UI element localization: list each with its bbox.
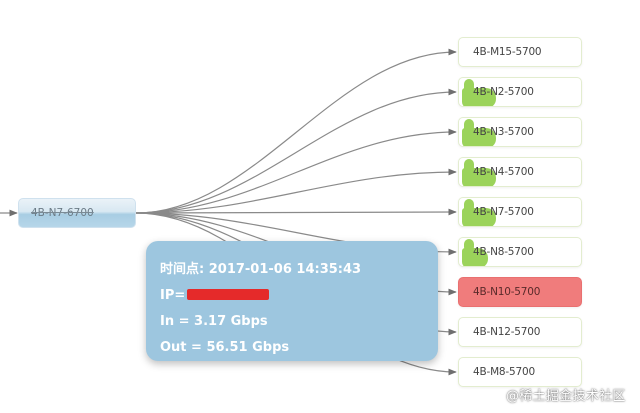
redaction-bar: [187, 289, 270, 300]
traffic-tooltip: 时间点: 2017-01-06 14:35:43 IP= In = 3.17 G…: [146, 241, 438, 361]
source-node-label: 4B-N7-6700: [31, 207, 94, 219]
person-icon: [462, 119, 498, 146]
edge: [135, 88, 457, 214]
tooltip-in: In = 3.17 Gbps: [160, 314, 268, 329]
target-node-label: 4B-N10-5700: [473, 286, 541, 298]
person-icon: [462, 79, 498, 106]
tooltip-time: 时间点: 2017-01-06 14:35:43: [160, 262, 362, 277]
watermark: @稀土掘金技术社区: [506, 389, 626, 404]
target-node[interactable]: 4B-N8-5700: [458, 237, 582, 267]
target-node-alert[interactable]: 4B-N10-5700: [458, 277, 582, 307]
edge: [135, 168, 457, 214]
target-node-label: 4B-N4-5700: [473, 166, 534, 178]
target-node[interactable]: 4B-N7-5700: [458, 197, 582, 227]
target-node[interactable]: 4B-N2-5700: [458, 77, 582, 107]
target-node-label: 4B-N2-5700: [473, 86, 534, 98]
source-node[interactable]: 4B-N7-6700: [18, 198, 136, 228]
person-icon: [462, 159, 498, 186]
tooltip-ip-label: IP=: [160, 288, 186, 303]
target-node-label: 4B-N7-5700: [473, 206, 534, 218]
target-node[interactable]: 4B-M8-5700: [458, 357, 582, 387]
target-node-label: 4B-M8-5700: [473, 366, 535, 378]
target-node[interactable]: 4B-N3-5700: [458, 117, 582, 147]
target-node[interactable]: 4B-N12-5700: [458, 317, 582, 347]
target-node-label: 4B-N8-5700: [473, 246, 534, 258]
person-icon: [462, 199, 498, 226]
target-node-label: 4B-M15-5700: [473, 46, 542, 58]
edge: [135, 208, 457, 216]
person-icon: [462, 239, 490, 266]
edge: [135, 48, 457, 214]
tooltip-ip: IP=: [160, 283, 438, 309]
target-node[interactable]: 4B-M15-5700: [458, 37, 582, 67]
target-node[interactable]: 4B-N4-5700: [458, 157, 582, 187]
target-node-label: 4B-N12-5700: [473, 326, 541, 338]
edge: [135, 128, 457, 214]
tooltip-out: Out = 56.51 Gbps: [160, 340, 290, 355]
target-node-label: 4B-N3-5700: [473, 126, 534, 138]
